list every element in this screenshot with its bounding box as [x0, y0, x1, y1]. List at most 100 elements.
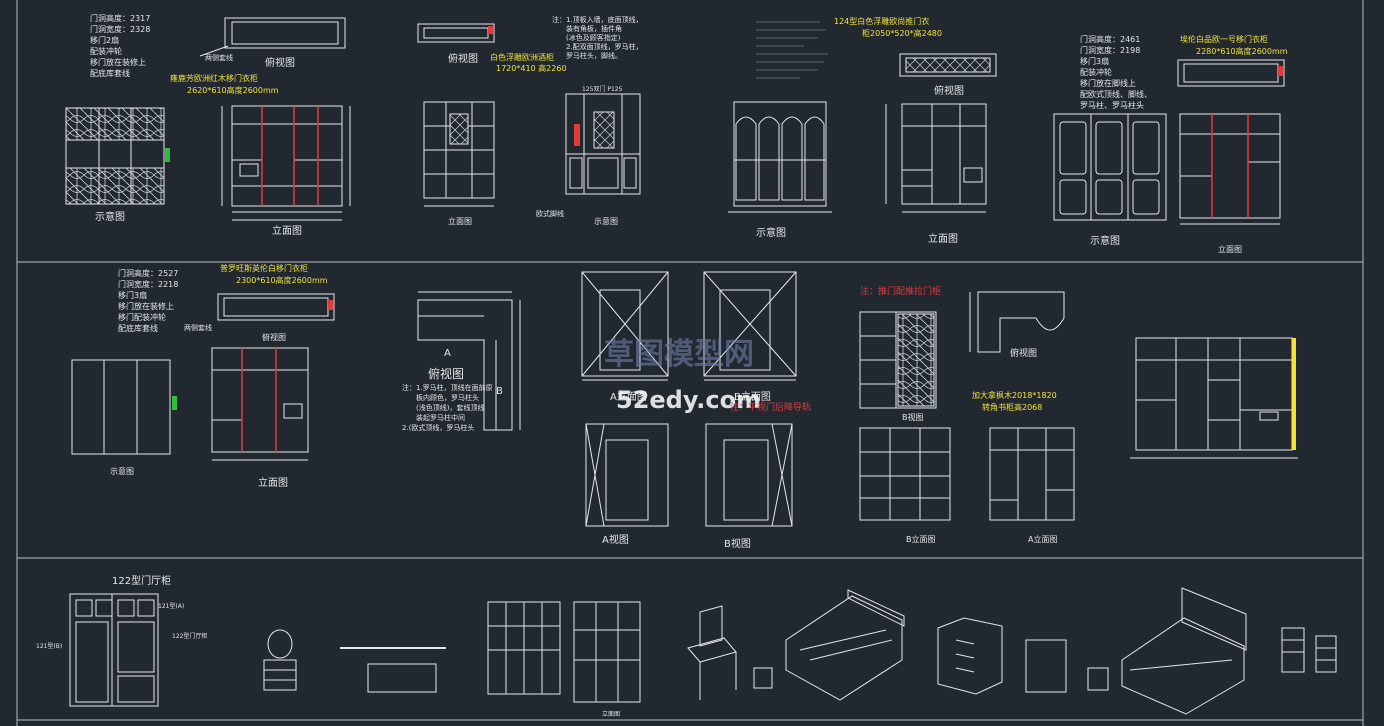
svg-text:移门放在装修上: 移门放在装修上	[118, 301, 174, 311]
row1-a-elevation	[221, 105, 351, 221]
row2-a-schematic	[71, 359, 177, 455]
row1-d-elev-label: 立面图	[1218, 244, 1242, 254]
row2-c-b-view	[705, 423, 793, 527]
row3-title: 122型门厅柜	[112, 574, 171, 587]
row1-d-schematic	[1053, 113, 1167, 221]
row1-d-notes: 门洞高度：2461 门洞宽度：2198 移门3扇 配装冲轮 移门放在脚线上 配欧…	[1080, 34, 1152, 110]
row1-a-top-view	[199, 17, 346, 57]
row1-c-dims: 柜2050*520*高2480	[862, 28, 942, 38]
row2-b-notes: 注：1.罗马柱，顶线在面前原 板内顾色，罗马柱头 (浅色顶线)，套线顶线 装起罗…	[402, 383, 493, 432]
row2-a-dims: 2300*610高度2600mm	[236, 275, 328, 285]
svg-text:罗马柱、罗马柱头: 罗马柱、罗马柱头	[1080, 100, 1144, 110]
row1-c-schematic-label: 示意图	[756, 226, 786, 239]
row2-a-elevation	[211, 347, 309, 461]
row3-bed-right	[1121, 587, 1247, 715]
watermark-url: 52edy.com	[616, 386, 761, 414]
row1-b-elev-label: 立面图	[448, 216, 472, 226]
row2-e-side-marker	[1292, 338, 1296, 450]
svg-text:门洞宽度：2328: 门洞宽度：2328	[90, 24, 150, 34]
row2-c-b-view-label: B视图	[724, 537, 751, 550]
row1-b-dims: 1720*410 高2260	[496, 63, 567, 73]
row2-a-title: 普罗旺斯英伦白移门衣柜	[220, 263, 308, 273]
svg-text:2.(欧式顶线，罗马柱头: 2.(欧式顶线，罗马柱头	[402, 423, 474, 432]
row1-a-top-label: 俯视图	[265, 56, 295, 69]
row2-a-red-guides	[241, 348, 277, 452]
row3-chest-of-drawers	[937, 617, 1109, 695]
row1-d-title: 埃伦白品欧一号移门衣柜	[1180, 34, 1268, 44]
svg-text:配装冲轮: 配装冲轮	[1080, 67, 1112, 77]
row1-b-schematic	[565, 93, 641, 195]
svg-text:门洞高度：2461: 门洞高度：2461	[1080, 34, 1140, 44]
svg-text:注：1.罗马柱，顶线在面前原: 注：1.罗马柱，顶线在面前原	[402, 383, 493, 392]
row1-b-top-view	[417, 23, 495, 43]
row1-a-red-guides	[261, 106, 319, 206]
row2-c-a-view	[585, 423, 669, 527]
row3-hall-cabinet	[69, 593, 159, 707]
row2-b-corner-plan	[417, 291, 521, 431]
svg-text:移门3扇: 移门3扇	[118, 290, 147, 300]
row2-d-title: 加大拿枫木2018*1820	[972, 390, 1057, 400]
svg-text:罗马柱头，脚线。: 罗马柱头，脚线。	[566, 51, 622, 60]
row3-vanity	[687, 605, 773, 700]
svg-text:门洞宽度：2218: 门洞宽度：2218	[118, 279, 178, 289]
row2-c-b-elev-label: B立面图	[734, 390, 771, 403]
row1-b-notes: 注：1.顶板入墙，底面顶线， 装有角板，插件角 (冰色及顾客指定) 2.配双面顶…	[552, 15, 643, 60]
row2-d-a-elev-label: A立面图	[1028, 534, 1057, 544]
row1-b-elevation	[423, 101, 495, 207]
row1-c-top-view	[899, 53, 997, 77]
svg-text:2.配双面顶线，罗马柱，: 2.配双面顶线，罗马柱，	[566, 42, 643, 51]
row1-a-elev-label: 立面图	[272, 224, 302, 237]
row2-a-callout: 两侧套线	[184, 323, 212, 332]
row1-c-top-label: 俯视图	[934, 84, 964, 97]
row1-a-title: 雍鹿芳欧洲红木移门衣柜	[170, 73, 258, 83]
row3-desk	[340, 647, 446, 693]
row2-a-top-view	[217, 293, 335, 321]
row3-label-a: 121型(A)	[158, 602, 184, 610]
svg-text:配欧式顶线、脚线、: 配欧式顶线、脚线、	[1080, 89, 1152, 99]
row1-a-schematic	[65, 107, 170, 205]
row2-d-b-view	[859, 311, 937, 409]
row3-dresser-mirror	[263, 629, 297, 691]
row2-a-notes: 门洞高度：2527 门洞宽度：2218 移门3扇 移门放在装修上 移门配装冲轮 …	[118, 268, 178, 333]
svg-text:配底库套线: 配底库套线	[118, 323, 158, 333]
svg-text:门洞高度：2317: 门洞高度：2317	[90, 13, 150, 23]
row1-a-schematic-label: 示意图	[95, 210, 125, 223]
svg-text:装有角板，插件角: 装有角板，插件角	[566, 24, 622, 33]
row1-d-schematic-label: 示意图	[1090, 234, 1120, 247]
svg-text:(冰色及顾客指定): (冰色及顾客指定)	[566, 33, 621, 42]
row2-a-elev-label: 立面图	[258, 476, 288, 489]
row1-c-elev-label: 立面图	[928, 232, 958, 245]
svg-text:移门3扇: 移门3扇	[1080, 56, 1109, 66]
row3-label-b: 121型(B)	[36, 642, 62, 650]
svg-text:移门放在装修上: 移门放在装修上	[90, 57, 146, 67]
row1-a-callout: 两侧套线	[205, 53, 233, 62]
svg-text:配装冲轮: 配装冲轮	[90, 46, 122, 56]
row1-b-title: 白色浮雕欧洲酒柜	[490, 52, 554, 62]
row3-label-c: 122型门厅柜	[172, 632, 207, 640]
svg-text:装起罗马柱中间: 装起罗马柱中间	[416, 413, 465, 422]
row2-red-hint: 注：平视门后降导轨	[730, 401, 811, 413]
svg-text:移门配装冲轮: 移门配装冲轮	[118, 312, 166, 322]
row2-d-a-elevation	[989, 427, 1075, 521]
svg-text:配底库套线: 配底库套线	[90, 68, 130, 78]
row3-bookshelf	[487, 601, 641, 703]
svg-text:(浅色顶线)，套线顶线: (浅色顶线)，套线顶线	[416, 403, 484, 412]
row1-b-tag: 欧式脚线	[536, 209, 564, 218]
row2-d-b-view-label: B视图	[902, 412, 924, 422]
row1-b-schematic-label: 示意图	[594, 216, 618, 226]
watermark-cn: 草图模型网	[604, 337, 754, 372]
row2-d-b-elevation	[859, 427, 951, 521]
svg-text:门洞高度：2527: 门洞高度：2527	[118, 268, 178, 278]
row2-b-mark-b: B	[496, 386, 503, 397]
row1-c-title: 124型白色浮雕欧尚推门衣	[834, 16, 929, 26]
svg-text:门洞宽度：2198: 门洞宽度：2198	[1080, 45, 1140, 55]
row2-a-schematic-label: 示意图	[110, 466, 134, 476]
svg-text:注：1.顶板入墙，底面顶线，: 注：1.顶板入墙，底面顶线，	[552, 15, 643, 24]
row1-b-door-label: 125双门 P125	[582, 85, 623, 93]
row2-b-mark-a: A	[444, 348, 451, 359]
row3-bed-left	[785, 589, 905, 701]
row1-a-dims: 2620*610高度2600mm	[187, 85, 279, 95]
row2-a-top-label: 俯视图	[262, 332, 286, 342]
row1-a-notes: 门洞高度：2317 门洞宽度：2328 移门2扇 配装冲轮 移门放在装修上 配底…	[90, 13, 150, 78]
row2-c-a-view-label: A视图	[602, 533, 629, 546]
